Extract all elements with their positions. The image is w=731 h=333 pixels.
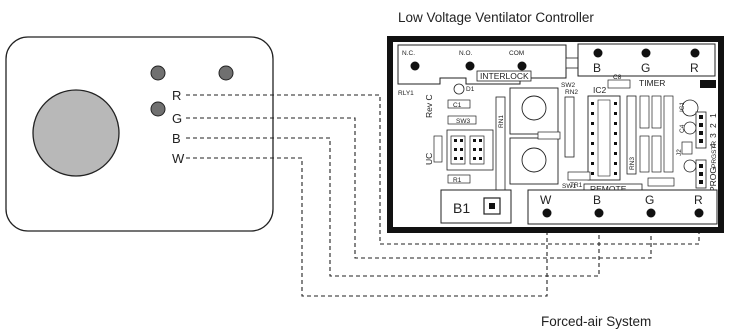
system-terminal-b: B xyxy=(593,193,601,207)
label-j2: J2 xyxy=(676,149,683,156)
system-label: Forced-air System xyxy=(541,314,651,329)
chip-ic2-pins xyxy=(591,102,617,175)
resistor-r2 xyxy=(663,95,674,173)
wire-w xyxy=(186,157,548,297)
system-terminal-r-dot xyxy=(694,208,704,218)
chip-ic1 xyxy=(681,99,699,117)
thermostat-terminal-w: W xyxy=(172,151,185,166)
connector-j2 xyxy=(681,141,693,155)
controller-board: N.C. N.O. COM RLY1 INTERLOCK B G R TIMER… xyxy=(387,36,724,233)
system-terminal-w-dot xyxy=(542,208,552,218)
label-tr1: TR1 xyxy=(570,182,583,189)
label-c4: C4 xyxy=(679,124,686,133)
resistor-r3 xyxy=(639,135,650,173)
resistor-network-rn3 xyxy=(626,95,637,175)
resistor-r6 xyxy=(639,95,650,129)
prog-header-pins xyxy=(699,164,703,184)
label-nc: N.C. xyxy=(402,50,415,57)
label-rn3: RN3 xyxy=(629,157,636,170)
capacitor-c8 xyxy=(607,79,631,89)
jumper-header-pins xyxy=(699,115,703,143)
system-terminal-g: G xyxy=(645,193,654,207)
resistor-r1 xyxy=(447,174,471,184)
component-uc xyxy=(433,135,443,163)
wire-r xyxy=(186,94,700,245)
label-rn1: RN1 xyxy=(498,115,505,128)
system-terminal-w: W xyxy=(540,193,552,207)
label-interlock: INTERLOCK xyxy=(480,71,529,81)
resistor-r4 xyxy=(651,95,662,129)
timer-terminal-g: G xyxy=(641,61,650,75)
system-terminal-block xyxy=(527,189,718,225)
transistor-tr1 xyxy=(567,171,591,181)
jumper-num-4: 4 xyxy=(708,143,718,148)
chip-ic2-inner xyxy=(597,99,611,177)
capacitor-c5 xyxy=(683,159,697,173)
button-sw2-cap xyxy=(521,95,547,121)
jumper-num-1: 1 xyxy=(708,113,718,118)
capacitor-c1 xyxy=(447,99,471,109)
diode-d1 xyxy=(453,83,465,95)
resistor-small xyxy=(537,131,561,140)
resistor-network-rn2 xyxy=(564,96,575,158)
thermostat: R G B W xyxy=(5,36,274,232)
relay-nc-terminal xyxy=(410,61,420,71)
indicator-light xyxy=(150,101,166,117)
label-com: COM xyxy=(509,50,524,57)
timer-terminal-dot xyxy=(690,48,700,58)
thermostat-body xyxy=(5,36,274,232)
thermostat-terminal-r: R xyxy=(172,88,181,103)
label-prgstr: PRGSTR xyxy=(711,141,718,168)
indicator-light xyxy=(150,65,166,81)
label-timer: TIMER xyxy=(639,78,665,88)
label-rly1: RLY1 xyxy=(398,90,414,97)
label-sw2: SW2 xyxy=(561,82,575,89)
jumper-header xyxy=(695,111,707,149)
label-ic2: IC2 xyxy=(593,85,607,95)
label-c8: C8 xyxy=(613,74,622,81)
label-prog: PROG xyxy=(708,167,718,192)
capacitor-c7 xyxy=(647,177,675,187)
system-terminal-g-dot xyxy=(646,208,656,218)
timer-black-tab xyxy=(700,80,716,88)
label-remote: REMOTE xyxy=(590,184,627,194)
jumper-num-2: 2 xyxy=(708,123,718,128)
relay-com-terminal xyxy=(517,61,527,71)
timer-terminal-dot xyxy=(593,48,603,58)
wire-b xyxy=(186,137,600,277)
label-sw1: SW1 xyxy=(562,183,576,190)
thermostat-terminal-g: G xyxy=(172,111,182,126)
jumper-num-3: 3 xyxy=(708,133,718,138)
label-ic1: IC1 xyxy=(679,102,686,113)
label-rev: Rev C xyxy=(424,94,434,118)
battery-b1-dot xyxy=(489,203,495,209)
interlock-box xyxy=(476,70,532,82)
thermostat-terminal-b: B xyxy=(172,131,181,146)
thermostat-dial xyxy=(32,89,120,177)
system-terminal-r: R xyxy=(694,193,703,207)
system-terminal-b-dot xyxy=(594,208,604,218)
label-uc: UC xyxy=(424,153,434,165)
label-rn2: RN2 xyxy=(565,89,578,96)
button-sw1-cap xyxy=(521,147,547,173)
controller-title: Low Voltage Ventilator Controller xyxy=(398,10,594,25)
label-no: N.O. xyxy=(459,50,473,57)
wire-g xyxy=(186,117,652,259)
switch-sw3 xyxy=(447,115,477,125)
label-r1: R1 xyxy=(453,177,462,184)
label-d1: D1 xyxy=(466,86,475,93)
resistor-r5 xyxy=(651,135,662,173)
label-b1: B1 xyxy=(453,200,470,216)
indicator-light xyxy=(218,65,234,81)
wiring xyxy=(186,94,700,297)
resistor-network-rn1 xyxy=(495,96,506,192)
relay-no-terminal xyxy=(465,61,475,71)
jumper-pins xyxy=(454,139,482,160)
label-c1: C1 xyxy=(453,102,462,109)
timer-terminal-r: R xyxy=(690,61,699,75)
timer-terminal-dot xyxy=(641,48,651,58)
label-sw3: SW3 xyxy=(456,118,470,125)
timer-terminal-b: B xyxy=(593,61,601,75)
